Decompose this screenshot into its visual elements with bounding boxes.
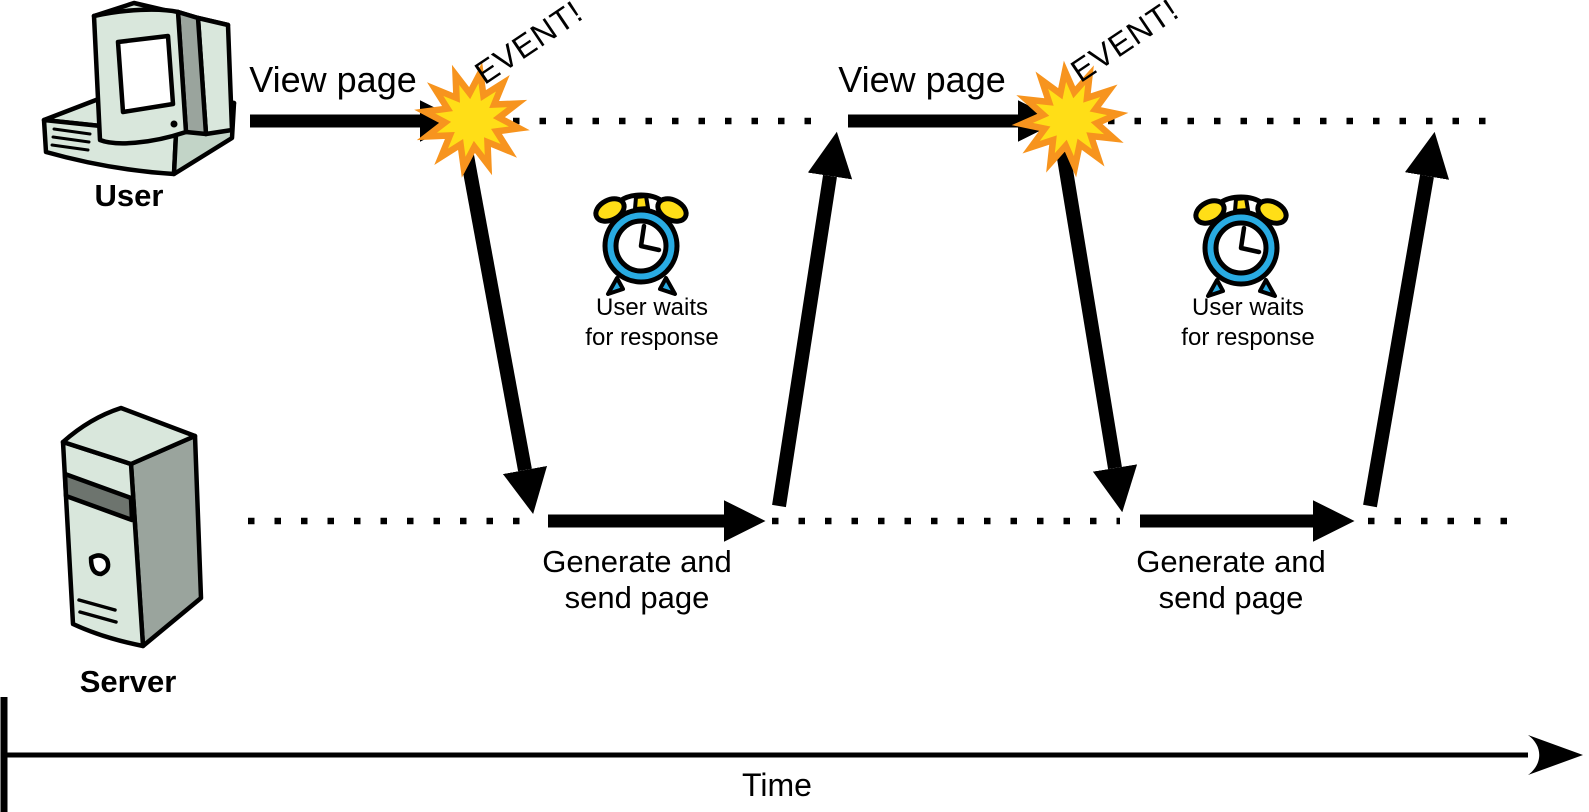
time-axis-label: Time xyxy=(742,767,812,803)
event-starburst-icon-2 xyxy=(1011,60,1129,178)
response-arrow-2 xyxy=(1363,131,1450,508)
request-arrow-2 xyxy=(1056,150,1138,513)
user-waits-label-2: User waits for response xyxy=(1181,294,1315,351)
view-page-label-1: View page xyxy=(249,59,417,100)
time-axis xyxy=(0,697,1583,812)
user-label: User xyxy=(94,178,164,213)
generate-send-label-1: Generate and send page xyxy=(542,544,732,615)
event-starburst-icon-1 xyxy=(414,62,530,178)
request-arrow-1 xyxy=(459,148,548,515)
alarm-clock-icon-1 xyxy=(587,179,697,299)
user-waits-label-1: User waits for response xyxy=(585,294,719,351)
response-arrow-1 xyxy=(772,131,853,508)
server-label: Server xyxy=(79,664,177,699)
generate-send-label-2: Generate and send page xyxy=(1136,544,1326,615)
view-page-label-2: View page xyxy=(838,59,1006,100)
computer-icon xyxy=(30,0,237,188)
server-tower-icon xyxy=(55,402,205,650)
alarm-clock-icon-2 xyxy=(1187,181,1297,301)
